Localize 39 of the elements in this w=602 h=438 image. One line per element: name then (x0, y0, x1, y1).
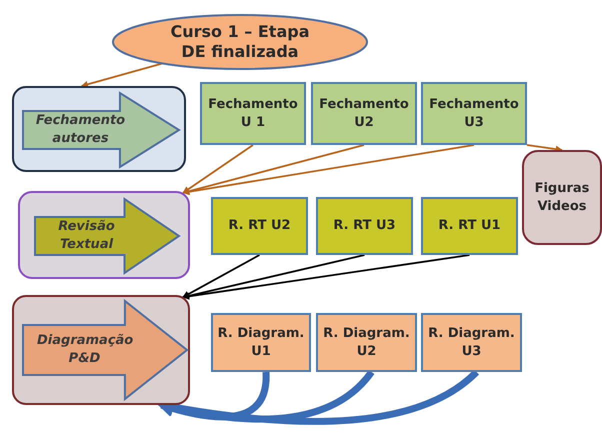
task-box (311, 82, 417, 145)
output-box (522, 150, 602, 245)
stage-panel (18, 191, 190, 279)
task-box (421, 82, 527, 145)
task-box (211, 197, 308, 255)
arrow (182, 254, 470, 300)
node-label: R. RT U2 (228, 217, 291, 235)
stage-banner (22, 92, 180, 168)
node-label: Fechamento U3 (428, 96, 520, 132)
task-box (316, 197, 413, 255)
stage-label: Diagramação P&D (37, 332, 132, 368)
stage-label: Revisão Textual (57, 218, 116, 254)
task-box (211, 313, 311, 372)
stage-banner (34, 198, 180, 274)
stage-label: Fechamento autores (34, 112, 126, 148)
node-label: Figuras Videos (534, 180, 590, 216)
arrow (182, 254, 260, 298)
node-label: R. RT U1 (438, 217, 501, 235)
node-label: Fechamento U 1 (207, 96, 299, 132)
arrow (182, 254, 365, 300)
node-label: R. Diagram. U2 (322, 324, 411, 360)
task-box (200, 82, 306, 145)
node-label: R. RT U3 (333, 217, 396, 235)
arrow (182, 144, 254, 194)
arrow (182, 144, 364, 195)
stage-banner (22, 300, 188, 400)
node-label: R. Diagram. U1 (217, 324, 305, 360)
stage-panel (12, 86, 186, 172)
arrow (526, 144, 563, 153)
node-label: Fechamento U2 (318, 96, 410, 132)
node-label: Curso 1 – Etapa DE finalizada (169, 22, 310, 62)
task-box (316, 313, 417, 372)
node-label: R. Diagram. U3 (427, 324, 516, 360)
task-box (421, 197, 518, 255)
arrow (182, 144, 474, 196)
start-ellipse (112, 14, 368, 70)
task-box (421, 313, 522, 372)
stage-panel (12, 295, 190, 405)
arrow (80, 62, 164, 88)
